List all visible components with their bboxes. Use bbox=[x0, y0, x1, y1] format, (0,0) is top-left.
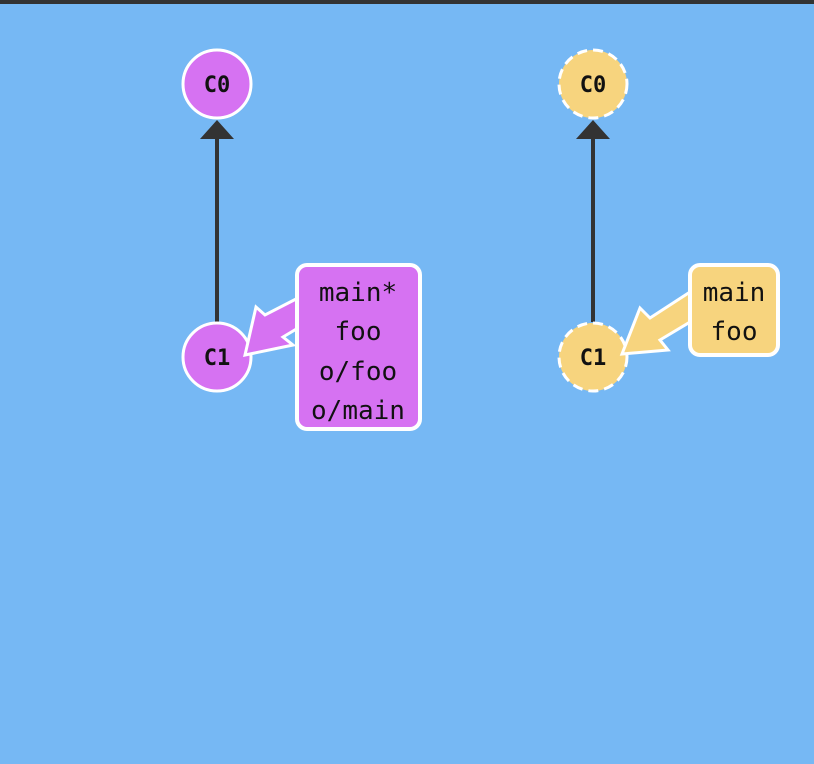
remote-commit-c1[interactable]: C1 bbox=[557, 321, 629, 393]
remote-commit-c0[interactable]: C0 bbox=[557, 48, 629, 120]
remote-repo: C0 C1 main foo bbox=[557, 48, 780, 393]
remote-branch-pointer-arrow bbox=[619, 289, 692, 356]
local-commit-c0[interactable]: C0 bbox=[181, 48, 253, 120]
remote-branch-tag[interactable]: main foo bbox=[688, 263, 780, 357]
local-commit-c1[interactable]: C1 bbox=[181, 321, 253, 393]
remote-edge-arrowhead bbox=[576, 120, 610, 139]
local-commit-c0-label: C0 bbox=[204, 73, 231, 98]
local-commit-c0-circle bbox=[181, 48, 253, 120]
remote-commit-c1-circle bbox=[557, 321, 629, 393]
remote-commit-c0-circle bbox=[557, 48, 629, 120]
branch-label-main-star: main* bbox=[319, 278, 397, 308]
remote-commit-c0-label: C0 bbox=[580, 73, 607, 98]
local-repo: C0 C1 main* foo o/foo o/main bbox=[181, 48, 422, 431]
remote-branch-tag-box bbox=[688, 263, 780, 357]
local-edge-arrowhead bbox=[200, 120, 234, 139]
remote-commit-c1-label: C1 bbox=[580, 346, 607, 371]
remote-branch-label-main: main bbox=[703, 278, 766, 308]
local-branch-tag-box bbox=[295, 263, 422, 431]
local-commit-c1-circle bbox=[181, 321, 253, 393]
branch-label-o-foo: o/foo bbox=[319, 357, 397, 387]
branch-label-foo: foo bbox=[335, 317, 382, 347]
local-branch-pointer-arrow bbox=[243, 295, 300, 357]
top-bar bbox=[0, 0, 814, 4]
branch-label-o-main: o/main bbox=[311, 396, 405, 426]
local-branch-tag[interactable]: main* foo o/foo o/main bbox=[295, 263, 422, 431]
local-commit-c1-label: C1 bbox=[204, 346, 231, 371]
remote-branch-label-foo: foo bbox=[711, 317, 758, 347]
